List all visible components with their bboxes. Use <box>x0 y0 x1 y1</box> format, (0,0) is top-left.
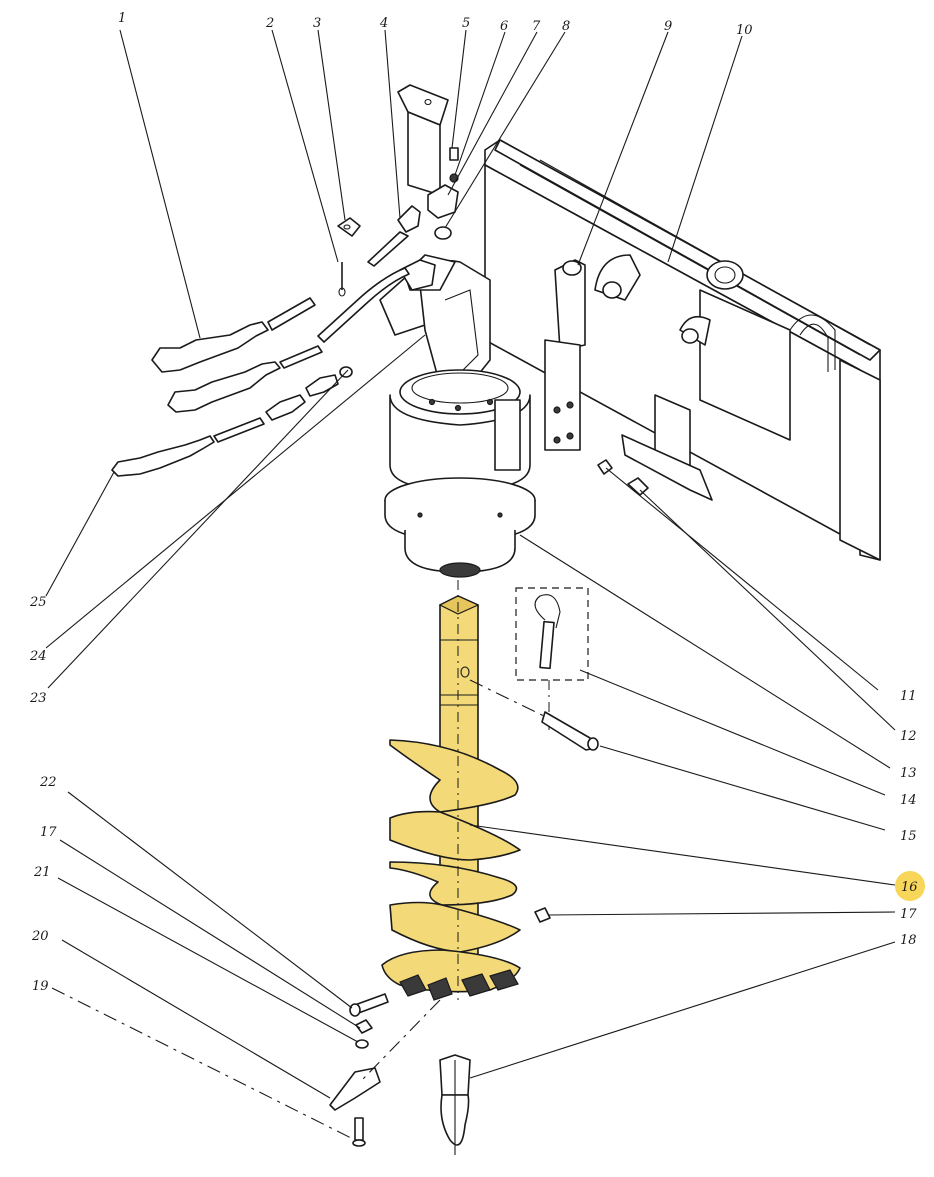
part-label-24: 24 <box>29 649 47 664</box>
pin-and-clip <box>337 217 361 297</box>
part-label-13: 13 <box>900 766 917 781</box>
part-label-11: 11 <box>900 689 917 704</box>
part-labels: 1 2 3 4 5 6 7 8 9 10 11 12 13 14 15 16 1… <box>29 11 918 994</box>
part-label-4: 4 <box>379 16 388 31</box>
tooth-hardware <box>329 907 551 1147</box>
part-label-10: 10 <box>736 23 753 38</box>
mounting-frame <box>484 139 881 561</box>
part-label-12: 12 <box>900 729 917 744</box>
part-label-7: 7 <box>532 19 541 34</box>
leader-lines <box>45 29 896 1141</box>
part-label-14: 14 <box>900 793 917 808</box>
part-label-25: 25 <box>29 595 47 610</box>
top-fittings <box>399 147 459 291</box>
part-label-6: 6 <box>500 19 508 34</box>
part-label-8: 8 <box>562 19 570 34</box>
top-bracket <box>397 84 449 196</box>
part-label-17-left: 17 <box>40 825 57 840</box>
part-label-5: 5 <box>462 16 470 31</box>
part-label-23: 23 <box>29 691 47 706</box>
part-label-9: 9 <box>664 19 672 34</box>
part-label-20: 20 <box>31 929 49 944</box>
cutting-teeth <box>399 969 519 1001</box>
part-label-21: 21 <box>33 865 51 880</box>
part-label-19: 19 <box>32 979 49 994</box>
part-label-16: 16 <box>901 880 918 895</box>
cross-pin <box>541 711 599 751</box>
part-label-22: 22 <box>39 775 57 790</box>
highlight-marker-16 <box>895 871 925 901</box>
part-label-17-right: 17 <box>900 907 917 922</box>
pilot-point <box>439 1054 471 1155</box>
side-plate <box>544 259 586 451</box>
lynch-pin-detail <box>515 587 589 730</box>
part-label-15: 15 <box>900 829 917 844</box>
part-label-2: 2 <box>265 16 274 31</box>
hydraulic-hoses <box>111 205 421 477</box>
part-label-18: 18 <box>900 933 917 948</box>
auger-highlighted <box>381 580 521 1000</box>
part-label-3: 3 <box>313 16 321 31</box>
part-label-1: 1 <box>118 11 126 26</box>
